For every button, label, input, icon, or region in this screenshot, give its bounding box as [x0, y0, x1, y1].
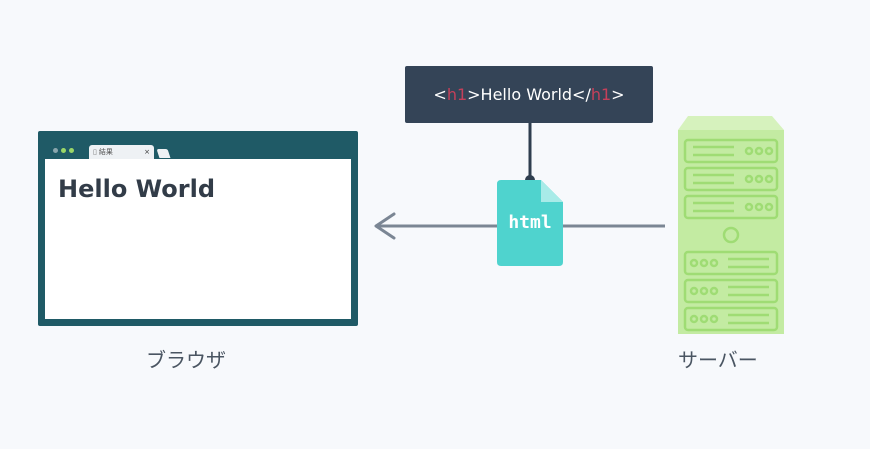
code-end-tag: h1 [590, 85, 612, 104]
arrow-head-icon [374, 212, 396, 240]
html-file-icon [497, 180, 563, 266]
code-open-tag: h1 [446, 85, 468, 104]
code-open-bracket: < [433, 85, 447, 104]
new-tab-button[interactable] [156, 149, 171, 158]
window-dot-icon [61, 148, 66, 153]
tab-title: 結果 [98, 148, 113, 156]
code-box: <h1>Hello World</h1> [405, 66, 653, 123]
browser-window: ▯結果 × Hello World [38, 131, 358, 326]
window-dot-icon [53, 148, 58, 153]
window-dot-icon [69, 148, 74, 153]
code-end-close-bracket: > [611, 85, 625, 104]
file-type-label: html [508, 212, 552, 233]
code-end-open-bracket: </ [572, 85, 591, 104]
tab-close-icon[interactable]: × [144, 148, 150, 156]
code-text: Hello World [480, 85, 573, 104]
browser-viewport: Hello World [45, 159, 351, 319]
page-heading: Hello World [58, 175, 216, 203]
code-close-bracket: > [467, 85, 481, 104]
browser-tab[interactable]: ▯結果 × [89, 145, 154, 159]
browser-titlebar: ▯結果 × [38, 131, 358, 159]
server-label: サーバー [678, 348, 758, 372]
browser-label: ブラウザ [146, 348, 226, 372]
document-icon: ▯ [93, 148, 97, 156]
server-icon [678, 116, 784, 334]
